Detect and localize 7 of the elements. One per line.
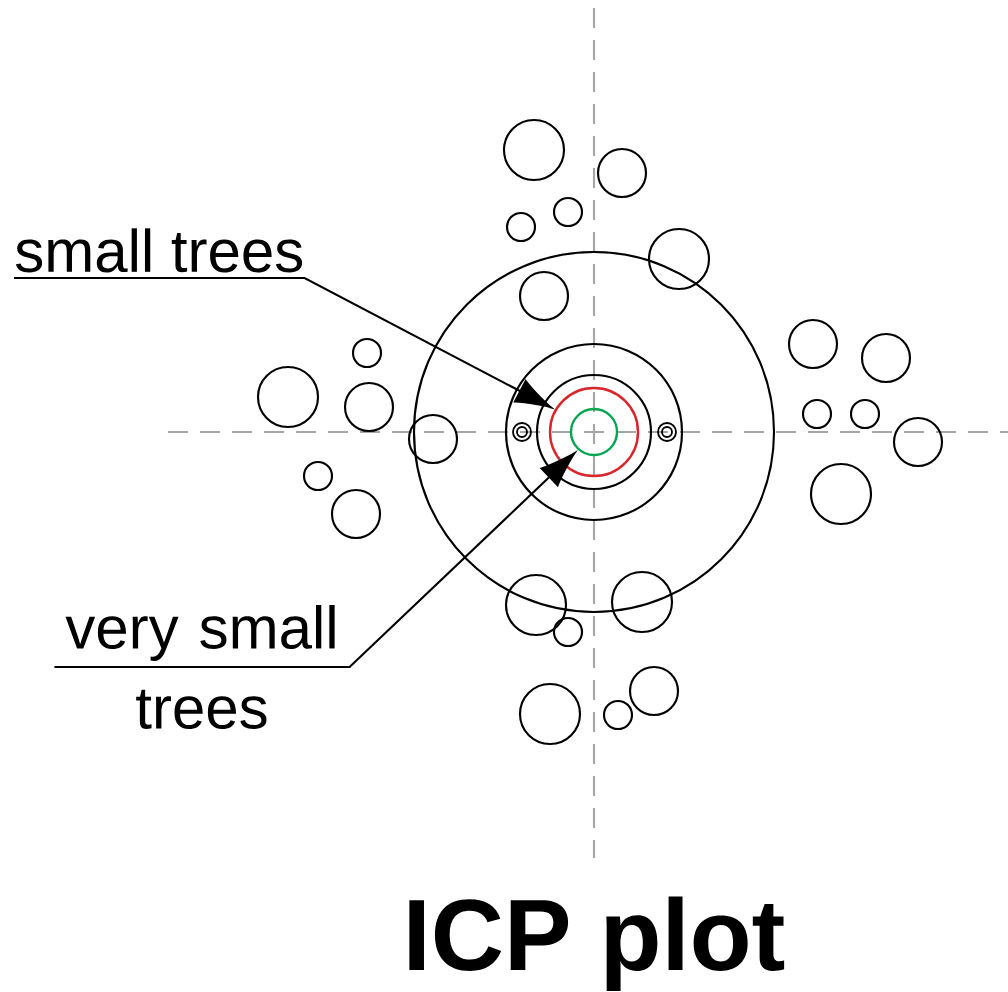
label-text: very small trees <box>65 604 335 730</box>
ring <box>548 386 640 478</box>
label-text: small trees <box>15 228 303 273</box>
title: ICP plot <box>409 896 785 992</box>
leader-line <box>14 276 552 409</box>
leader-line <box>54 452 576 669</box>
ring <box>569 407 619 457</box>
